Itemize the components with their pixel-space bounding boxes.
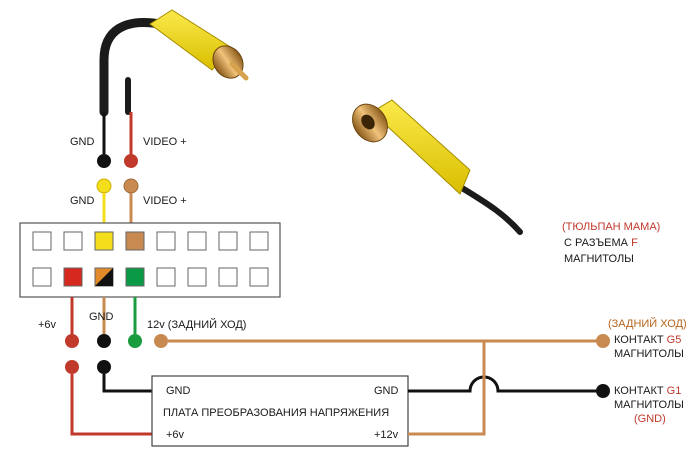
pin-1-1 bbox=[32, 231, 52, 251]
label-top-gnd: GND bbox=[70, 136, 95, 148]
pin-2-2-red bbox=[63, 267, 83, 287]
dot-6v-upper bbox=[65, 334, 79, 348]
board-plus6v: +6v bbox=[166, 429, 185, 441]
label-rear-12v: 12v (ЗАДНИЙ ХОД) bbox=[147, 318, 246, 331]
tulip-note-line1: (ТЮЛЬПАН МАМА) bbox=[562, 221, 660, 233]
wire-6v-to-board bbox=[70, 374, 152, 436]
tulip-hole bbox=[361, 114, 375, 130]
dot-gnd-lower bbox=[97, 360, 111, 374]
pin-1-8 bbox=[249, 231, 269, 251]
dot-gnd-upper bbox=[97, 334, 111, 348]
dot-6v-lower bbox=[65, 360, 79, 374]
g5-prefix: КОНТАКТ bbox=[614, 334, 667, 346]
tulip-note-letter: F bbox=[631, 237, 638, 249]
pin-2-8 bbox=[249, 267, 269, 287]
dot-video-top bbox=[124, 154, 138, 168]
dot-12v-brown bbox=[154, 334, 168, 348]
pin-2-5 bbox=[156, 267, 176, 287]
pin-1-5 bbox=[156, 231, 176, 251]
tulip-body bbox=[371, 99, 471, 195]
g5-code: G5 bbox=[667, 334, 682, 346]
dot-g5 bbox=[596, 334, 610, 348]
rca-male-plug bbox=[99, 9, 249, 117]
g5-line2: КОНТАКТ G5 bbox=[614, 334, 681, 346]
pin-1-3-yellow bbox=[94, 231, 114, 251]
label-plus6v: +6v bbox=[38, 319, 57, 331]
pin-1-6 bbox=[187, 231, 207, 251]
converter-board: GND GND ПЛАТА ПРЕОБРАЗОВАНИЯ НАПРЯЖЕНИЯ … bbox=[151, 375, 409, 447]
label-mid-video: VIDEO + bbox=[143, 195, 187, 207]
tulip-note-line3: МАГНИТОЛЫ bbox=[564, 253, 634, 265]
pin-2-6 bbox=[187, 267, 207, 287]
dot-12v-upper bbox=[128, 334, 142, 348]
dot-gnd-mid bbox=[96, 178, 112, 194]
dot-g1 bbox=[596, 384, 610, 398]
board-gnd-left: GND bbox=[166, 385, 191, 397]
board-gnd-right: GND bbox=[374, 385, 399, 397]
tulip-cable bbox=[459, 185, 523, 235]
pin-2-3-split bbox=[94, 267, 114, 287]
tulip-note-line2: С РАЗЪЕМА F bbox=[564, 237, 638, 249]
board-plus12v: +12v bbox=[374, 429, 399, 441]
pin-2-1 bbox=[32, 267, 52, 287]
g1-line3: (GND) bbox=[634, 413, 666, 425]
wire-board-12v bbox=[408, 341, 486, 436]
dot-video-mid bbox=[123, 178, 139, 194]
g1-code: G1 bbox=[667, 385, 682, 397]
tulip-note-prefix: С РАЗЪЕМА bbox=[564, 237, 631, 249]
g1-prefix: КОНТАКТ bbox=[614, 385, 667, 397]
board-title: ПЛАТА ПРЕОБРАЗОВАНИЯ НАПРЯЖЕНИЯ bbox=[163, 407, 389, 419]
g5-line3: МАГНИТОЛЫ bbox=[614, 348, 684, 360]
wire-gnd-to-board bbox=[102, 374, 152, 393]
pin-2-7 bbox=[218, 267, 238, 287]
label-gnd-bottom: GND bbox=[89, 311, 114, 323]
radio-connector bbox=[19, 222, 281, 298]
pin-1-4-tan bbox=[125, 231, 145, 251]
converter-board-box bbox=[151, 375, 409, 447]
rca-plug-pin bbox=[229, 61, 249, 81]
wire-board-to-g1 bbox=[408, 375, 597, 393]
label-mid-gnd: GND bbox=[70, 195, 95, 207]
g5-line1: (ЗАДНИЙ ХОД) bbox=[608, 317, 687, 330]
dot-gnd-top bbox=[97, 154, 111, 168]
g1-line2: МАГНИТОЛЫ bbox=[614, 399, 684, 411]
pin-1-2 bbox=[63, 231, 83, 251]
pin-1-7 bbox=[218, 231, 238, 251]
rca-female-jack bbox=[352, 99, 523, 235]
connector-housing bbox=[19, 222, 281, 298]
g1-line1: КОНТАКТ G1 bbox=[614, 385, 681, 397]
rca-cable-black bbox=[99, 18, 165, 117]
pin-2-4-green bbox=[125, 267, 145, 287]
label-top-video: VIDEO + bbox=[143, 136, 187, 148]
